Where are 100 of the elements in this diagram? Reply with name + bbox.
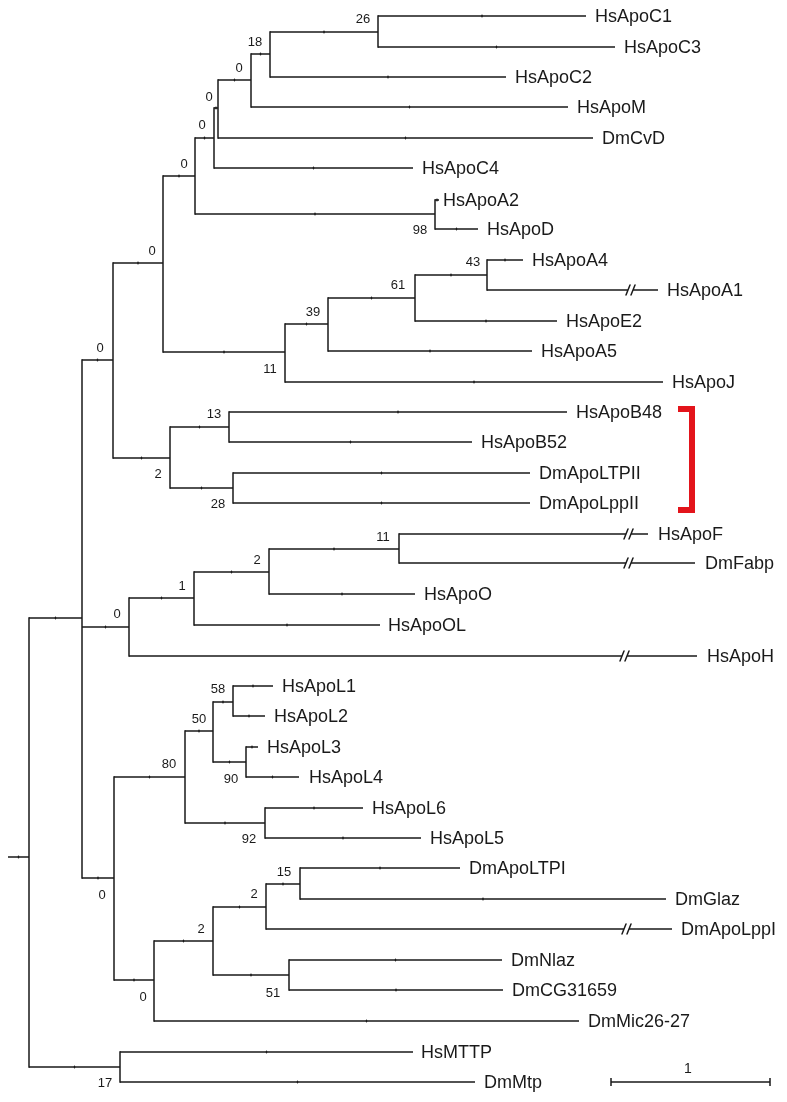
bootstrap-value: 0 [96, 340, 104, 354]
branch-line [119, 1050, 414, 1054]
taxon-label: DmCvD [602, 129, 665, 147]
taxon-label: HsApoA2 [443, 191, 520, 209]
branch-line [250, 105, 569, 109]
taxon-label: HsMTTP [421, 1043, 492, 1061]
branch-line [162, 174, 196, 178]
taxon-label: DmGlaz [675, 890, 740, 908]
branch-line [28, 1065, 121, 1069]
branch-line [414, 273, 488, 277]
scale-value: 1 [684, 1061, 692, 1075]
taxon-label: HsApoA1 [667, 281, 744, 299]
branch-line [153, 1019, 580, 1023]
taxon-label: DmApoLppI [681, 920, 777, 938]
branch-line [112, 261, 164, 265]
branch-line [265, 882, 301, 886]
bootstrap-value: 2 [253, 552, 261, 566]
bootstrap-value: 28 [210, 496, 226, 510]
branch-line [81, 876, 115, 880]
bootstrap-value: 2 [250, 886, 258, 900]
taxon-label: HsApoO [424, 585, 493, 603]
branch-line [327, 349, 533, 353]
branch-line [193, 623, 381, 627]
branch-line [327, 296, 416, 300]
bootstrap-value: 50 [191, 711, 207, 725]
branch-line [398, 557, 696, 569]
branch-line [113, 775, 186, 779]
taxon-label: DmApoLTPII [539, 464, 641, 482]
branch-line [434, 227, 479, 231]
taxon-label: DmCG31659 [512, 981, 618, 999]
branch-line [486, 258, 524, 262]
bootstrap-value: 13 [206, 406, 222, 420]
branch-line [264, 806, 364, 810]
branch-line [213, 166, 414, 170]
branch-line [128, 596, 195, 600]
branch-line [264, 836, 422, 840]
taxon-label: DmApoLppII [539, 494, 640, 512]
taxon-label: HsApoL4 [309, 768, 384, 786]
branch-line [245, 775, 300, 779]
taxon-label: HsApoL6 [372, 799, 447, 817]
bootstrap-value: 0 [205, 89, 213, 103]
branch-line [81, 358, 114, 362]
branch-line [398, 528, 649, 540]
branch-line [212, 905, 267, 909]
branch-line [228, 440, 473, 444]
branch-line [284, 380, 664, 384]
bootstrap-value: 0 [113, 606, 121, 620]
branch-line [81, 625, 130, 629]
bootstrap-value: 18 [247, 34, 263, 48]
branch-line [194, 212, 436, 216]
branch-line [232, 714, 266, 718]
taxon-label: HsApoL5 [430, 829, 505, 847]
branch-line [288, 988, 504, 992]
taxon-label: HsApoL1 [282, 677, 357, 695]
taxon-label: HsApoA5 [541, 342, 618, 360]
bootstrap-value: 17 [97, 1075, 113, 1089]
bootstrap-value: 1 [178, 578, 186, 592]
branch-line [299, 866, 461, 870]
bootstrap-value: 11 [263, 361, 277, 375]
branch-line [288, 958, 503, 962]
bootstrap-value: 61 [390, 277, 406, 291]
branch-line [377, 45, 616, 49]
branch-line [268, 547, 400, 551]
bootstrap-value: 92 [241, 831, 257, 845]
taxon-label: HsApoL3 [267, 738, 342, 756]
branch-line [162, 350, 286, 354]
taxon-label: HsApoA4 [532, 251, 609, 269]
branch-line [217, 78, 252, 82]
branch-line [184, 729, 214, 733]
taxon-label: HsApoM [577, 98, 647, 116]
branch-line [232, 471, 531, 475]
bootstrap-value: 0 [98, 887, 106, 901]
branch-line [228, 410, 568, 414]
branch-line [113, 978, 155, 982]
taxon-label: DmApoLTPI [469, 859, 566, 877]
taxon-label: HsApoC1 [595, 7, 673, 25]
branch-line [217, 136, 594, 140]
bootstrap-value: 43 [465, 254, 481, 268]
taxon-label: HsApoC4 [422, 159, 500, 177]
taxon-label: HsApoH [707, 647, 775, 665]
branch-line [232, 684, 274, 688]
branch-line [212, 973, 290, 977]
bootstrap-value: 0 [180, 156, 188, 170]
branch-line [245, 745, 259, 749]
bootstrap-value: 80 [161, 756, 177, 770]
branch-line [212, 760, 247, 764]
taxon-label: DmMtp [484, 1073, 542, 1091]
bootstrap-value: 26 [355, 11, 371, 25]
bootstrap-value: 39 [305, 304, 321, 318]
branch-line [169, 425, 230, 429]
taxon-label: HsApoE2 [566, 312, 643, 330]
branch-line [268, 592, 416, 596]
branch-line [377, 14, 587, 18]
taxon-label: DmMic26-27 [588, 1012, 691, 1030]
taxon-label: HsApoB48 [576, 403, 663, 421]
taxon-label: HsApoC3 [624, 38, 702, 56]
bootstrap-value: 2 [197, 921, 205, 935]
branch-line [112, 456, 171, 460]
branch-line [194, 136, 215, 140]
bootstrap-value: 0 [139, 989, 147, 1003]
